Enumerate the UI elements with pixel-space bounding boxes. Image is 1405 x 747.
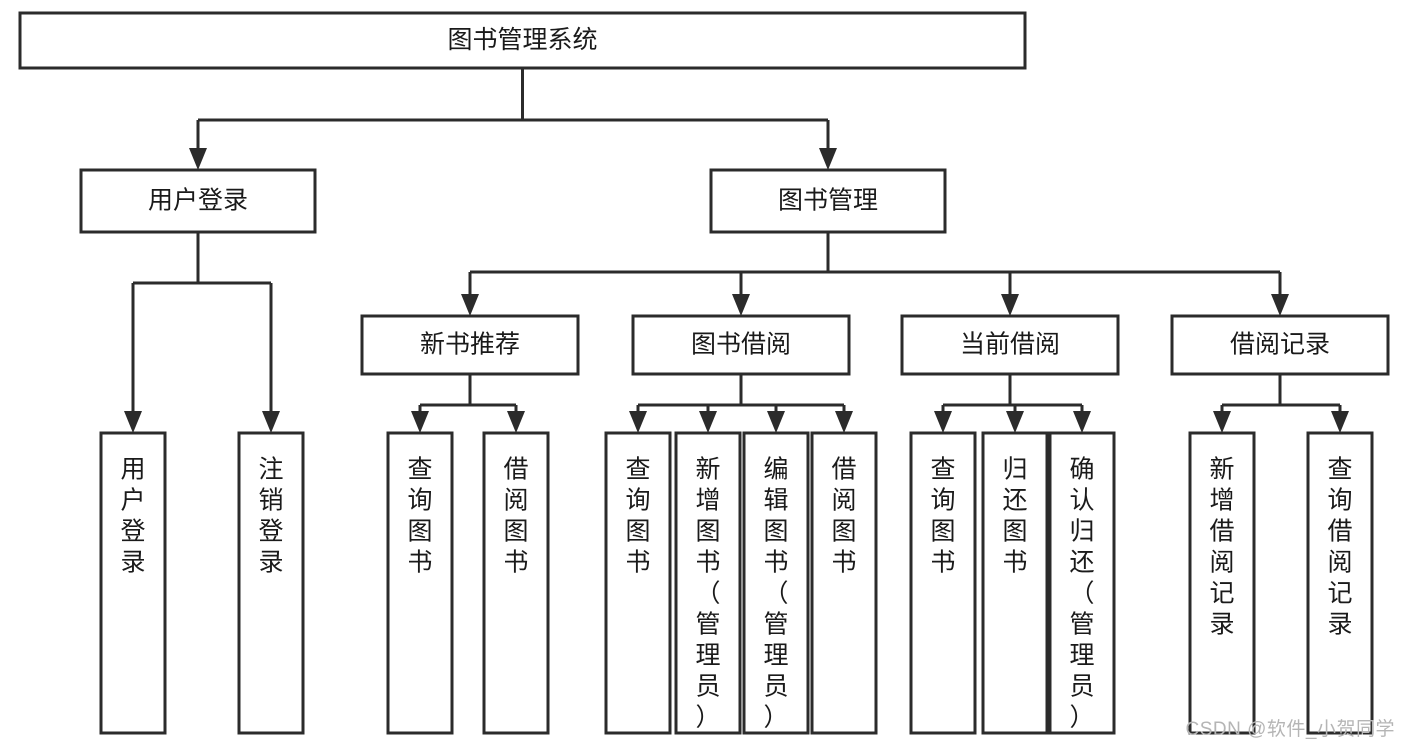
node-box[interactable] — [674, 431, 742, 735]
node-leaf-query-book-3[interactable]: 查询图书 — [909, 431, 977, 735]
node-label: 新书推荐 — [420, 331, 520, 359]
node-label: 查询借阅记录 — [1327, 455, 1352, 638]
arrow-head-icon — [1331, 411, 1349, 433]
connector-group-current-borrow — [934, 374, 1091, 433]
arrow-head-icon — [189, 148, 207, 170]
node-leaf-query-record[interactable]: 查询借阅记录 — [1306, 431, 1374, 735]
node-current-borrow[interactable]: 当前借阅 — [900, 314, 1120, 376]
arrow-head-icon — [835, 411, 853, 433]
node-label: 借阅图书 — [503, 455, 528, 576]
arrow-head-icon — [1271, 294, 1289, 316]
node-leaf-borrow-book-2[interactable]: 借阅图书 — [810, 431, 878, 735]
node-label: 查询图书 — [930, 455, 955, 576]
connector-group-user-login — [124, 232, 280, 433]
node-box[interactable] — [237, 431, 305, 735]
node-box[interactable] — [99, 431, 167, 735]
watermark-text: CSDN @软件_小贺同学 — [1185, 719, 1395, 740]
arrow-head-icon — [732, 294, 750, 316]
node-label: 图书管理 — [778, 187, 878, 215]
arrow-head-icon — [1001, 294, 1019, 316]
node-label: 借阅图书 — [831, 455, 856, 576]
arrow-head-icon — [1213, 411, 1231, 433]
node-label: 查询图书 — [625, 455, 650, 576]
node-leaf-query-book-2[interactable]: 查询图书 — [604, 431, 672, 735]
node-label: 借阅记录 — [1230, 331, 1330, 359]
node-box[interactable] — [1306, 431, 1374, 735]
node-label: 新增借阅记录 — [1209, 455, 1234, 638]
node-box[interactable] — [604, 431, 672, 735]
node-label: 注销登录 — [258, 455, 283, 576]
node-box[interactable] — [79, 168, 317, 234]
node-layer: 图书管理系统用户登录图书管理新书推荐图书借阅当前借阅借阅记录用户登录注销登录查询… — [18, 11, 1390, 735]
node-root-system[interactable]: 图书管理系统 — [18, 11, 1027, 70]
arrow-head-icon — [124, 411, 142, 433]
node-box[interactable] — [981, 431, 1049, 735]
node-leaf-logout[interactable]: 注销登录 — [237, 431, 305, 735]
arrow-head-icon — [1073, 411, 1091, 433]
arrow-head-icon — [629, 411, 647, 433]
arrow-head-icon — [461, 294, 479, 316]
node-label: 归还图书 — [1002, 455, 1027, 576]
node-label: 图书管理系统 — [447, 26, 597, 54]
arrow-head-icon — [262, 411, 280, 433]
arrow-head-icon — [507, 411, 525, 433]
arrow-head-icon — [411, 411, 429, 433]
node-label: 当前借阅 — [960, 331, 1060, 359]
connector-group-book-manage — [461, 232, 1289, 316]
node-box[interactable] — [1048, 431, 1116, 735]
arrow-head-icon — [699, 411, 717, 433]
node-box[interactable] — [709, 168, 947, 234]
node-box[interactable] — [631, 314, 851, 376]
node-box[interactable] — [810, 431, 878, 735]
arrow-head-icon — [1006, 411, 1024, 433]
node-book-borrow[interactable]: 图书借阅 — [631, 314, 851, 376]
connector-group-new-book-rec — [411, 374, 525, 433]
node-label: 确认归还（管理员） — [1069, 455, 1094, 731]
connector-group-book-borrow — [629, 374, 853, 433]
node-leaf-user-login[interactable]: 用户登录 — [99, 431, 167, 735]
node-book-manage[interactable]: 图书管理 — [709, 168, 947, 234]
node-label: 用户登录 — [148, 187, 248, 215]
node-user-login[interactable]: 用户登录 — [79, 168, 317, 234]
node-box[interactable] — [900, 314, 1120, 376]
node-leaf-query-book-1[interactable]: 查询图书 — [386, 431, 454, 735]
node-label: 编辑图书（管理员） — [763, 455, 788, 731]
node-new-book-rec[interactable]: 新书推荐 — [360, 314, 580, 376]
node-box[interactable] — [482, 431, 550, 735]
node-label: 新增图书（管理员） — [695, 455, 720, 731]
node-box[interactable] — [1170, 314, 1390, 376]
node-leaf-edit-book[interactable]: 编辑图书（管理员） — [742, 431, 810, 735]
connector-group-borrow-record — [1213, 374, 1349, 433]
arrow-head-icon — [767, 411, 785, 433]
connector-layer — [124, 68, 1349, 433]
node-leaf-return-book[interactable]: 归还图书 — [981, 431, 1049, 735]
node-leaf-add-record[interactable]: 新增借阅记录 — [1188, 431, 1256, 735]
node-box[interactable] — [1188, 431, 1256, 735]
connector-group-root — [189, 68, 837, 170]
node-box[interactable] — [360, 314, 580, 376]
node-box[interactable] — [909, 431, 977, 735]
node-label: 查询图书 — [407, 455, 432, 576]
node-box[interactable] — [18, 11, 1027, 70]
node-box[interactable] — [386, 431, 454, 735]
node-label: 图书借阅 — [691, 331, 791, 359]
arrow-head-icon — [819, 148, 837, 170]
node-borrow-record[interactable]: 借阅记录 — [1170, 314, 1390, 376]
node-leaf-add-book[interactable]: 新增图书（管理员） — [674, 431, 742, 735]
node-label: 用户登录 — [120, 455, 145, 576]
node-box[interactable] — [742, 431, 810, 735]
node-leaf-borrow-book-1[interactable]: 借阅图书 — [482, 431, 550, 735]
node-leaf-confirm-return[interactable]: 确认归还（管理员） — [1048, 431, 1116, 735]
arrow-head-icon — [934, 411, 952, 433]
